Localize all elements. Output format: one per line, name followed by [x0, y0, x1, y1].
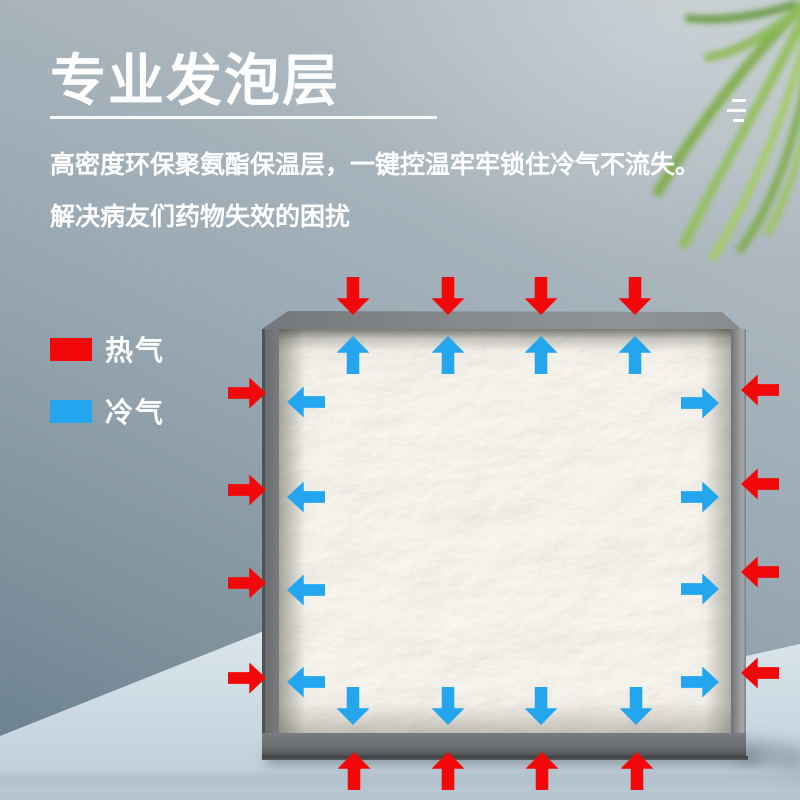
box-left-wall — [262, 329, 279, 757]
cold-air-arrow-up — [524, 336, 558, 374]
cold-air-arrow-right — [681, 573, 719, 605]
cold-air-arrow-down — [619, 687, 653, 725]
cold-air-arrow-right — [681, 666, 719, 698]
hot-air-arrow-left — [741, 374, 779, 406]
hot-air-arrow-left — [741, 556, 779, 588]
hot-air-arrow-up — [337, 752, 371, 790]
hot-air-arrow-right — [228, 474, 266, 506]
cold-air-arrow-left — [287, 386, 325, 418]
legend-item-hot: 热气 — [50, 335, 165, 366]
cold-air-arrow-down — [431, 687, 465, 725]
cold-air-arrow-up — [618, 336, 652, 374]
hot-air-label: 热气 — [105, 335, 166, 366]
subtitle-line-1: 高密度环保聚氨酯保温层，一键控温牢牢锁住冷气不流失。 — [50, 151, 701, 179]
hot-air-arrow-right — [228, 567, 266, 599]
hot-air-arrow-right — [228, 662, 266, 694]
box-top-face — [262, 311, 741, 329]
cold-air-arrow-right — [681, 387, 719, 419]
cold-air-arrow-down — [524, 687, 558, 725]
hot-air-arrow-down — [524, 277, 558, 315]
hot-air-arrow-up — [525, 752, 559, 790]
cold-air-arrow-left — [287, 574, 325, 606]
subtitle-line-2: 解决病友们药物失效的困扰 — [50, 203, 351, 231]
cold-air-swatch — [50, 399, 92, 423]
cold-air-arrow-down — [336, 687, 370, 725]
hot-air-arrow-down — [431, 277, 465, 315]
plant-decoration — [652, 0, 800, 261]
hot-air-arrow-up — [431, 752, 465, 790]
legend: 热气 冷气 — [50, 335, 165, 459]
cold-air-arrow-left — [287, 481, 325, 513]
box-bottom-wall — [262, 733, 746, 757]
box-bottom-edge — [262, 756, 748, 760]
cold-air-arrow-up — [336, 336, 370, 374]
foam-inner-shadow — [279, 329, 731, 733]
cold-air-label: 冷气 — [105, 397, 166, 428]
hot-air-arrow-down — [618, 277, 652, 315]
cold-air-arrow-right — [681, 481, 719, 513]
page-title: 专业发泡层 — [50, 49, 340, 112]
floor-front-edge — [0, 770, 800, 800]
hot-air-swatch — [50, 337, 92, 361]
legend-item-cold: 冷气 — [50, 397, 165, 428]
cold-air-arrow-up — [431, 336, 465, 374]
hot-air-arrow-down — [336, 277, 370, 315]
decorative-dashes-icon — [727, 99, 746, 129]
hot-air-arrow-left — [741, 657, 779, 689]
foam-layer — [279, 329, 731, 733]
hot-air-arrow-up — [620, 752, 654, 790]
hot-air-arrow-right — [228, 377, 266, 409]
box-body — [262, 329, 746, 757]
title-underline — [50, 116, 437, 119]
box-right-wall — [731, 329, 746, 757]
cold-air-arrow-left — [287, 666, 325, 698]
hot-air-arrow-left — [741, 468, 779, 500]
